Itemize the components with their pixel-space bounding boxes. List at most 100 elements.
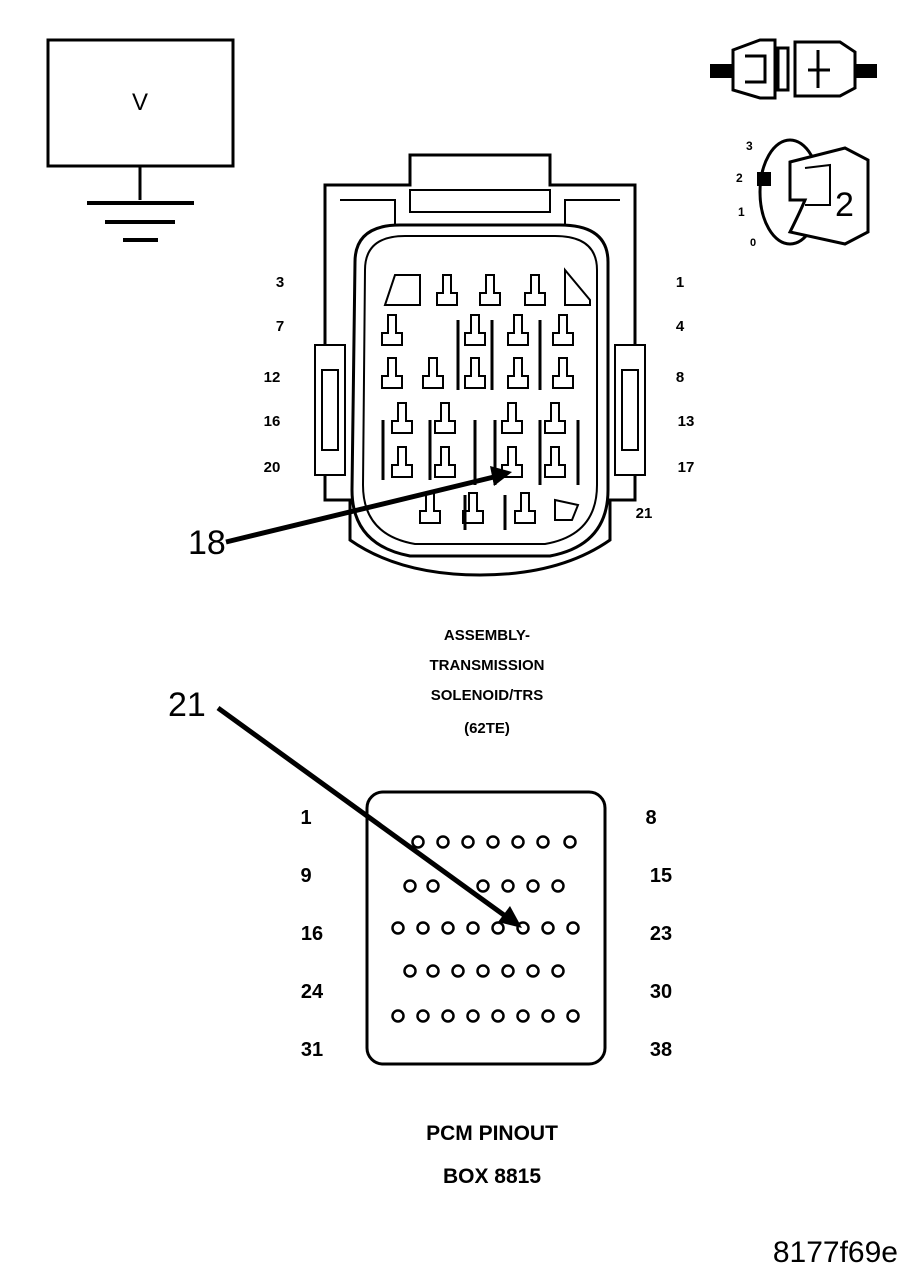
pin-label: 1 bbox=[300, 807, 311, 829]
pcm-pin bbox=[403, 964, 417, 978]
pin-label: 38 bbox=[650, 1039, 672, 1061]
connector-terminal bbox=[436, 274, 458, 306]
pcm-pin bbox=[461, 835, 475, 849]
pin-label: 8 bbox=[645, 807, 656, 829]
caption-line: SOLENOID/TRS bbox=[431, 687, 544, 704]
pcm-pin bbox=[491, 1009, 505, 1023]
caption-line: BOX 8815 bbox=[443, 1165, 541, 1188]
connector-terminal bbox=[462, 492, 484, 524]
pcm-caption: PCM PINOUT BOX 8815 bbox=[426, 1122, 558, 1188]
connector-terminal bbox=[524, 274, 546, 306]
pcm-pin bbox=[511, 835, 525, 849]
connector-terminal bbox=[507, 314, 529, 346]
connector-terminal bbox=[552, 357, 574, 389]
connector-disconnect-icon bbox=[710, 38, 877, 100]
connector-terminal bbox=[422, 357, 444, 389]
pcm-pin bbox=[486, 835, 500, 849]
pin-label: 24 bbox=[301, 981, 324, 1003]
pin-label: 30 bbox=[650, 981, 672, 1003]
connector-terminal bbox=[419, 492, 441, 524]
ign-selected-label: 2 bbox=[835, 186, 854, 224]
pcm-pin bbox=[541, 921, 555, 935]
connector-terminal bbox=[552, 314, 574, 346]
connector-left-pin-labels: 3 7 12 16 20 bbox=[264, 274, 285, 476]
connector-right-pin-labels: 1 4 8 13 17 21 bbox=[636, 274, 695, 522]
pcm-pin bbox=[501, 879, 515, 893]
pin-label: 7 bbox=[276, 318, 284, 335]
pcm-pin bbox=[476, 879, 490, 893]
caption-line: (62TE) bbox=[464, 720, 510, 737]
pcm-pin bbox=[466, 921, 480, 935]
connector-terminal bbox=[507, 357, 529, 389]
pin-label: 31 bbox=[301, 1039, 323, 1061]
pcm-pin bbox=[451, 964, 465, 978]
ign-pos-3: 3 bbox=[746, 139, 753, 153]
pin-label: 9 bbox=[300, 865, 311, 887]
connector-terminal bbox=[391, 402, 413, 434]
pcm-pin bbox=[551, 879, 565, 893]
connector-terminal bbox=[501, 446, 523, 478]
connector-terminal bbox=[434, 402, 456, 434]
pin-label: 21 bbox=[636, 505, 653, 522]
voltmeter-symbol: V bbox=[46, 38, 235, 242]
pin-label: 1 bbox=[676, 274, 684, 291]
pcm-pin bbox=[501, 964, 515, 978]
connector-caption: ASSEMBLY- TRANSMISSION SOLENOID/TRS (62T… bbox=[429, 627, 544, 737]
pcm-pin bbox=[391, 1009, 405, 1023]
connector-terminal bbox=[544, 446, 566, 478]
pcm-pin bbox=[436, 835, 450, 849]
caption-line: ASSEMBLY- bbox=[444, 627, 530, 644]
pcm-pin bbox=[411, 835, 425, 849]
connector-terminal bbox=[434, 446, 456, 478]
pin-label: 16 bbox=[301, 923, 323, 945]
pcm-pin bbox=[491, 921, 505, 935]
pcm-pin bbox=[416, 1009, 430, 1023]
solenoid-connector-face bbox=[314, 153, 646, 577]
ground-icon bbox=[87, 201, 194, 242]
pcm-pin bbox=[563, 835, 577, 849]
pcm-left-pin-labels: 1 9 16 24 31 bbox=[300, 807, 324, 1061]
pcm-pin bbox=[476, 964, 490, 978]
pcm-pin bbox=[441, 921, 455, 935]
callout-21: 21 bbox=[168, 686, 522, 928]
pin-label: 17 bbox=[678, 459, 695, 476]
caption-line: TRANSMISSION bbox=[429, 657, 544, 674]
connector-terminal bbox=[514, 492, 536, 524]
figure-id: 8177f69e bbox=[773, 1236, 898, 1269]
pcm-pin bbox=[566, 921, 580, 935]
pcm-pinout-box bbox=[365, 790, 607, 1066]
pcm-pin bbox=[403, 879, 417, 893]
connector-terminal bbox=[501, 402, 523, 434]
connector-terminal bbox=[479, 274, 501, 306]
callout-18-label: 18 bbox=[188, 524, 226, 562]
pcm-pin bbox=[551, 964, 565, 978]
pcm-pin bbox=[566, 1009, 580, 1023]
pcm-pin bbox=[526, 879, 540, 893]
pin-label: 23 bbox=[650, 923, 672, 945]
pcm-pin bbox=[536, 835, 550, 849]
pin-label: 16 bbox=[264, 413, 281, 430]
pin-label: 20 bbox=[264, 459, 281, 476]
pin-label: 13 bbox=[678, 413, 695, 430]
callout-18: 18 bbox=[188, 466, 512, 562]
pin-label: 15 bbox=[650, 865, 672, 887]
pcm-pin bbox=[426, 964, 440, 978]
connector-terminal bbox=[381, 314, 403, 346]
callout-21-label: 21 bbox=[168, 686, 206, 724]
connector-terminal bbox=[464, 357, 486, 389]
ign-pos-0: 0 bbox=[750, 237, 756, 249]
pin-label: 4 bbox=[676, 318, 685, 335]
pin-label: 12 bbox=[264, 369, 281, 386]
connector-terminal bbox=[544, 402, 566, 434]
connector-terminal bbox=[391, 446, 413, 478]
pcm-pin bbox=[426, 879, 440, 893]
ignition-switch-icon: 3 2 1 0 2 bbox=[736, 138, 870, 249]
pcm-pin bbox=[541, 1009, 555, 1023]
pcm-pin bbox=[416, 921, 430, 935]
pcm-pin bbox=[391, 921, 405, 935]
pcm-pin bbox=[441, 1009, 455, 1023]
pin-label: 3 bbox=[276, 274, 284, 291]
connector-terminal bbox=[464, 314, 486, 346]
pcm-pin bbox=[466, 1009, 480, 1023]
